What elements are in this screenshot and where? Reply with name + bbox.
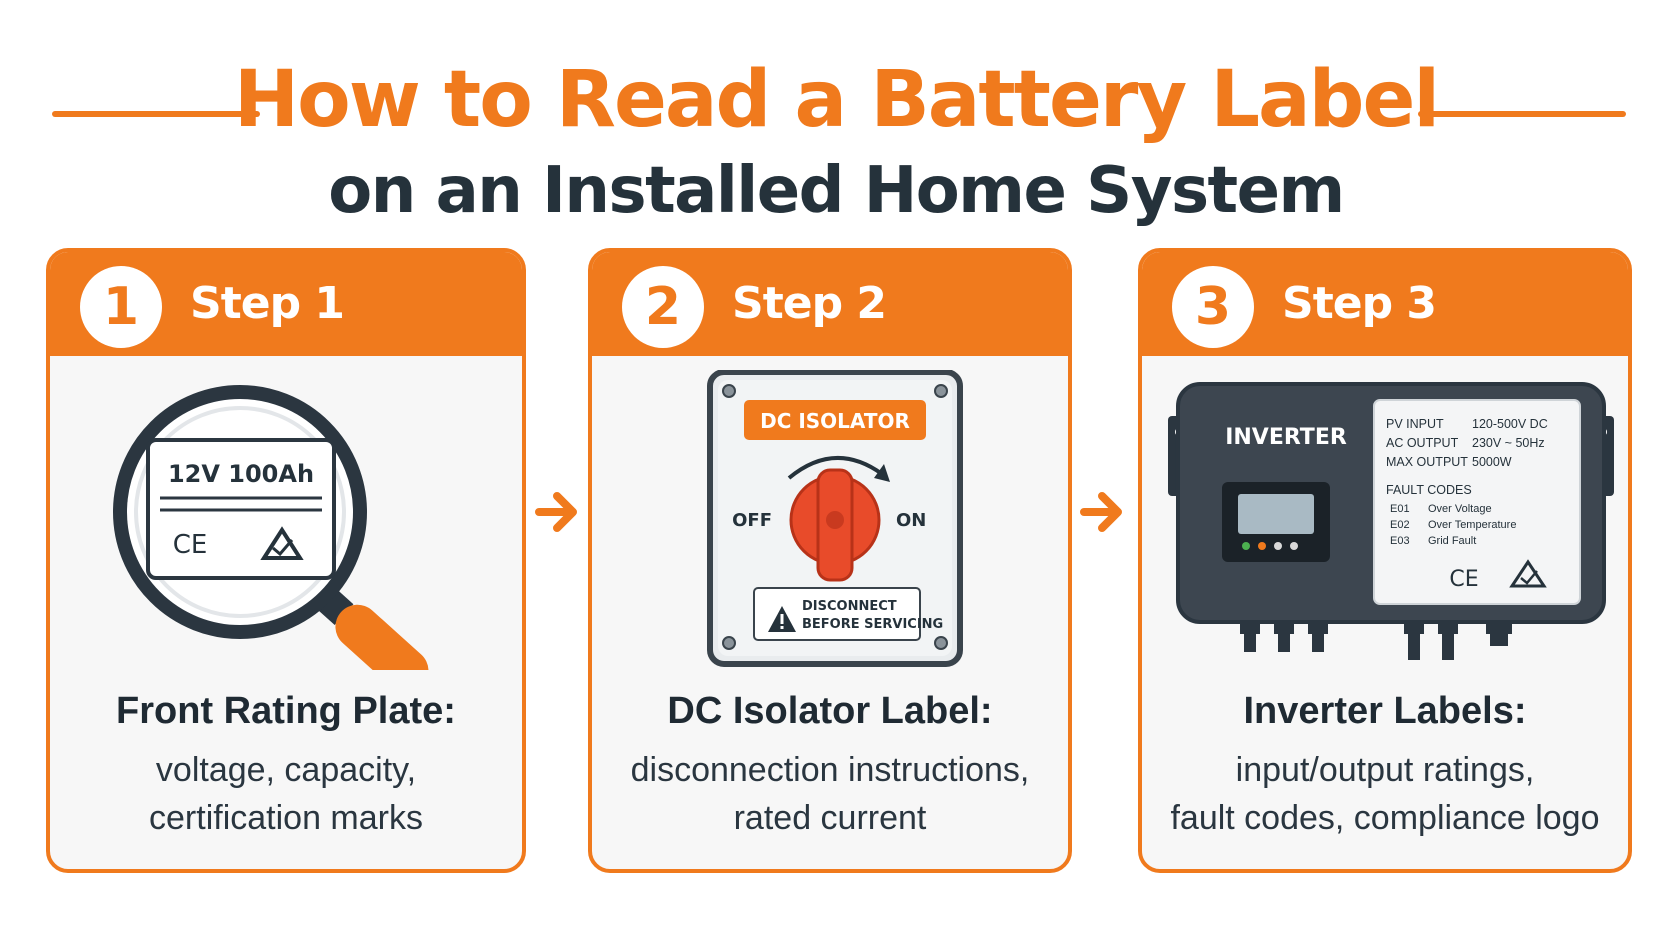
arrow-right-icon	[1080, 492, 1122, 532]
step-description-line: voltage, capacity,	[155, 751, 417, 789]
page-subtitle: on an Installed Home System	[328, 154, 1345, 228]
step-description: voltage, capacity, certification marks	[50, 746, 522, 842]
spec-key: AC OUTPUT	[1386, 436, 1459, 450]
fault-code: E02	[1390, 519, 1410, 531]
step-number-badge: 2	[622, 266, 704, 348]
step-label: Step 3	[1282, 278, 1437, 329]
warning-line: DISCONNECT	[802, 599, 897, 614]
step-heading: DC Isolator Label:	[667, 690, 993, 732]
step-label: Step 1	[190, 278, 345, 329]
step-number-badge: 3	[1172, 266, 1254, 348]
fault-text: Over Temperature	[1428, 519, 1516, 531]
spec-key: PV INPUT	[1386, 417, 1444, 431]
step-description-line: disconnection instructions,	[630, 751, 1030, 789]
spec-value: 230V ~ 50Hz	[1472, 436, 1545, 450]
fault-title: FAULT CODES	[1386, 483, 1472, 497]
step-card-header: 2 Step 2	[592, 252, 1068, 356]
step-description-line: rated current	[733, 799, 927, 837]
isolator-switch-icon: DC ISOLATOR OFF ON DISCONNECT BEFORE SER…	[592, 370, 1068, 750]
step-description-line: input/output ratings,	[1235, 751, 1535, 789]
page-title: How to Read a Battery Label	[233, 55, 1440, 145]
spec-value: 5000W	[1472, 455, 1512, 469]
isolator-title: DC ISOLATOR	[760, 409, 910, 433]
title-rule-left	[52, 111, 260, 117]
step-description-line: fault codes, compliance logo	[1170, 799, 1600, 837]
magnifier-icon: 12V 100Ah CE	[50, 370, 522, 750]
step-label: Step 2	[732, 278, 887, 329]
step-description: input/output ratings, fault codes, compl…	[1142, 746, 1628, 842]
off-label: OFF	[732, 510, 772, 531]
step-card-header: 1 Step 1	[50, 252, 522, 356]
title-block: How to Read a Battery Label on an Instal…	[0, 50, 1672, 234]
step-card-header: 3 Step 3	[1142, 252, 1628, 356]
title-rule-right	[1418, 111, 1626, 117]
arrow-right-icon	[535, 492, 577, 532]
ce-mark-text: CE	[1449, 567, 1478, 592]
plate-rating-text: 12V 100Ah	[168, 460, 314, 488]
spec-value: 120-500V DC	[1472, 417, 1548, 431]
step-heading: Inverter Labels:	[1243, 690, 1527, 732]
fault-code: E03	[1390, 535, 1410, 547]
step-heading: Front Rating Plate:	[116, 690, 456, 732]
ce-mark-text: CE	[173, 530, 208, 560]
inverter-name: INVERTER	[1225, 425, 1347, 450]
step-card-3: 3 Step 3 INVERTER	[1138, 248, 1632, 873]
fault-text: Over Voltage	[1428, 503, 1492, 515]
step-description: disconnection instructions, rated curren…	[592, 746, 1068, 842]
inverter-icon: INVERTER PV INPUT 120-500V DC AC OUTPUT …	[1142, 370, 1628, 750]
step-description-line: certification marks	[149, 799, 423, 837]
on-label: ON	[896, 510, 926, 531]
spec-key: MAX OUTPUT	[1386, 455, 1468, 469]
warning-line: BEFORE SERVICING	[802, 617, 943, 632]
fault-text: Grid Fault	[1428, 535, 1476, 547]
step-card-1: 1 Step 1 12V 100Ah CE Front Rating Plate…	[46, 248, 526, 873]
step-number-badge: 1	[80, 266, 162, 348]
fault-code: E01	[1390, 503, 1410, 515]
step-card-2: 2 Step 2 DC ISOLATOR OFF ON	[588, 248, 1072, 873]
